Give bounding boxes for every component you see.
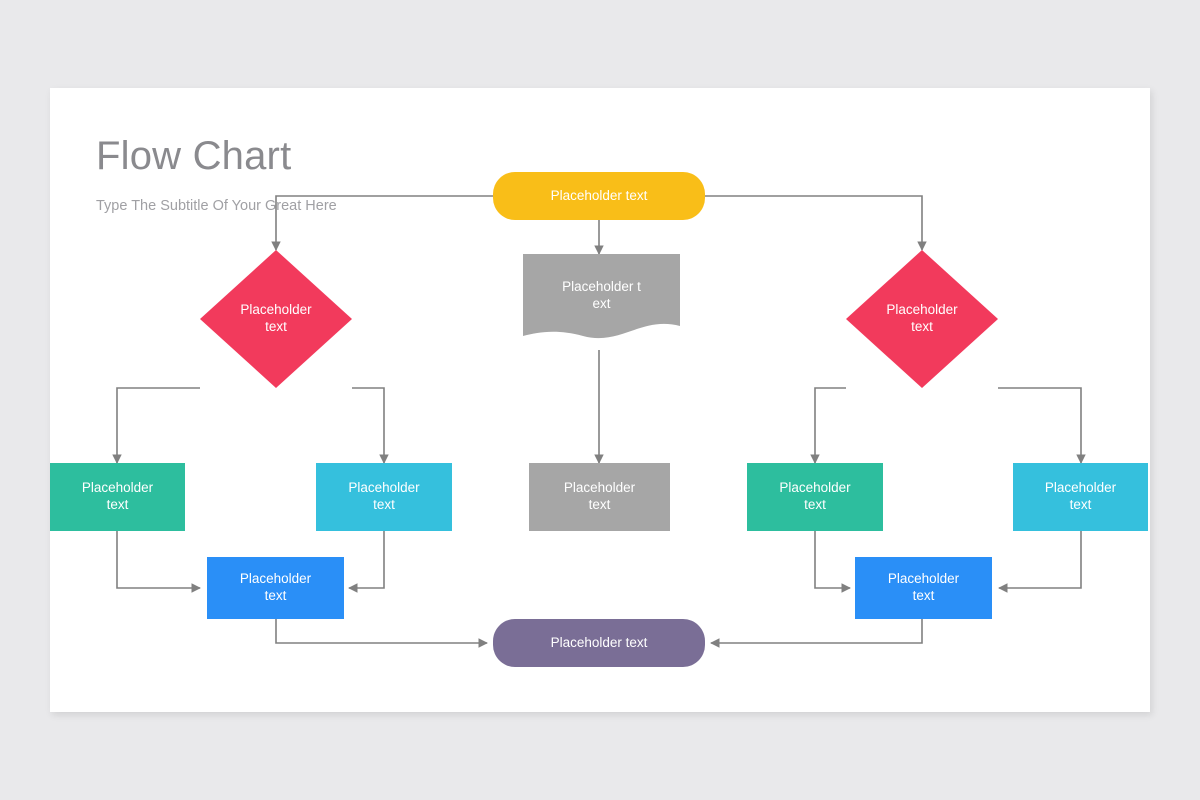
node-process-left-cyan[interactable]: Placeholder text xyxy=(316,463,452,531)
document-shape xyxy=(523,254,680,339)
node-start[interactable]: Placeholder text xyxy=(493,172,705,220)
connector-decision-right-to-teal xyxy=(810,387,846,464)
page-title: Flow Chart xyxy=(96,134,292,178)
node-process-center-label: Placeholder text xyxy=(563,480,636,512)
connector-decision-left-to-cyan xyxy=(352,387,389,464)
node-end-label: Placeholder text xyxy=(550,634,648,650)
node-decision-right[interactable]: Placeholder text xyxy=(846,250,998,388)
flow-chart-diagram: Placeholder text Placeholder text Placeh… xyxy=(50,88,1150,712)
connector-decision-right-to-cyan xyxy=(998,387,1086,464)
node-process-left-cyan-label: Placeholder text xyxy=(348,480,420,512)
node-process-left-teal-label: Placeholder text xyxy=(81,480,154,512)
node-process-right-teal[interactable]: Placeholder text xyxy=(747,463,883,531)
node-process-right-cyan-label: Placeholder text xyxy=(1044,480,1117,512)
connector-decision-left-to-teal xyxy=(112,387,200,464)
connector-cyan-right-to-blue xyxy=(998,531,1082,593)
node-merge-right-blue[interactable]: Placeholder text xyxy=(855,557,992,619)
slide-canvas: Flow Chart Type The Subtitle Of Your Gre… xyxy=(50,88,1150,712)
diamond-shape xyxy=(200,250,352,388)
connector-start-to-decision-right xyxy=(705,195,927,251)
node-start-label: Placeholder text xyxy=(550,187,648,203)
connector-layer xyxy=(112,195,1086,648)
connector-blue-left-to-end xyxy=(275,619,488,648)
node-end[interactable]: Placeholder text xyxy=(493,619,705,667)
connector-start-to-decision-left xyxy=(271,195,493,251)
node-merge-right-blue-label: Placeholder text xyxy=(887,571,960,603)
connector-teal-left-to-blue xyxy=(116,531,201,593)
connector-blue-right-to-end xyxy=(710,619,923,648)
node-decision-left[interactable]: Placeholder text xyxy=(200,250,352,388)
node-merge-left-blue-label: Placeholder text xyxy=(239,571,312,603)
diamond-shape xyxy=(846,250,998,388)
node-document-center[interactable]: Placeholder text xyxy=(523,254,680,350)
node-process-right-teal-label: Placeholder text xyxy=(779,480,851,512)
connector-teal-right-to-blue xyxy=(814,531,851,593)
connector-cyan-left-to-blue xyxy=(348,531,385,593)
node-merge-left-blue[interactable]: Placeholder text xyxy=(207,557,344,619)
node-process-left-teal[interactable]: Placeholder text xyxy=(50,463,185,531)
node-process-right-cyan[interactable]: Placeholder text xyxy=(1013,463,1148,531)
node-process-center[interactable]: Placeholder text xyxy=(529,463,670,531)
